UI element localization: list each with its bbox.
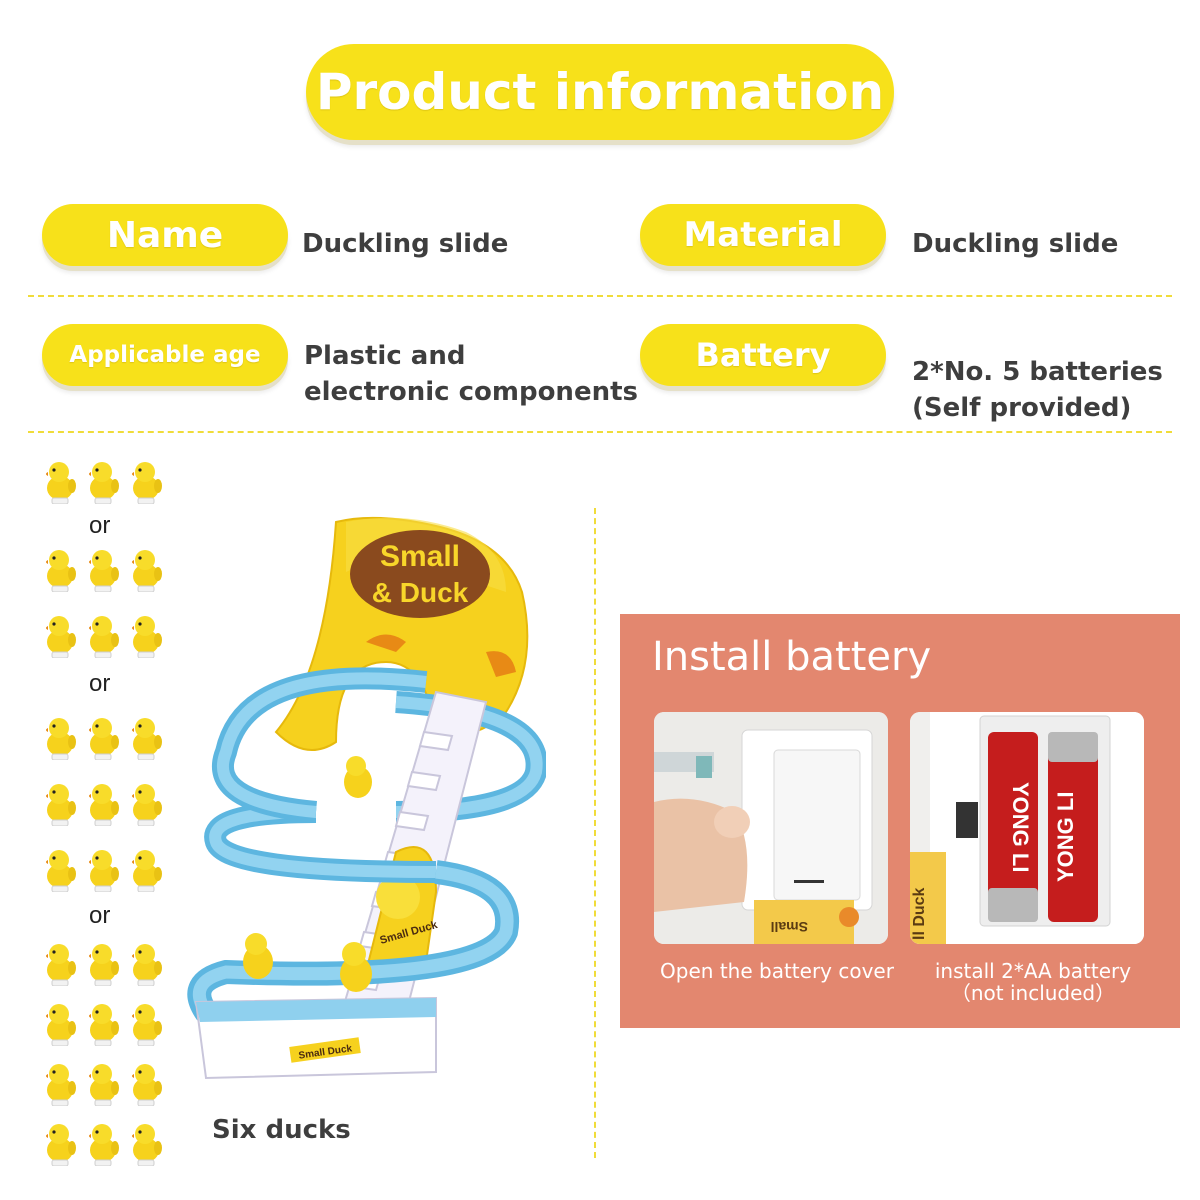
duck-icon (85, 458, 121, 504)
duck-icon (42, 1120, 78, 1166)
duck-icon (42, 458, 78, 504)
step1-caption: Open the battery cover (660, 959, 894, 983)
duck-icon (85, 546, 121, 592)
duck-icon (42, 1060, 78, 1106)
duck-icon (42, 1000, 78, 1046)
box-label-flipped: Small (771, 919, 808, 935)
duck-icon (42, 714, 78, 760)
duck-icon (42, 846, 78, 892)
spec-value-material: Duckling slide (912, 229, 1119, 259)
duck-icon (42, 780, 78, 826)
step2-caption-line1: install 2*AA battery (934, 959, 1132, 983)
duck-icon (42, 940, 78, 986)
spec-value-applicable-age-line2: electronic components (304, 377, 638, 407)
spec-label-material: Material (640, 204, 886, 266)
duck-icon (128, 780, 164, 826)
install-battery-panel: Install battery Small YONG LI (620, 614, 1180, 1028)
spec-label-battery: Battery (640, 324, 886, 386)
duck-icon (85, 714, 121, 760)
duck-icon (128, 940, 164, 986)
duck-icon (128, 714, 164, 760)
duck-icon (128, 458, 164, 504)
spec-value-battery-line1: 2*No. 5 batteries (912, 357, 1163, 387)
step2-caption-line2: （not included） (950, 981, 1116, 1005)
toy-ducks (243, 756, 372, 992)
box-label: ll Duck (911, 887, 928, 940)
battery-compartment-photo: YONG LI YONG LI ll Duck (910, 712, 1144, 944)
duck-icon (42, 546, 78, 592)
spec-value-applicable-age-line1: Plastic and (304, 341, 466, 371)
duck-icon (85, 1060, 121, 1106)
or-separator: or (89, 670, 111, 697)
duck-icon (85, 940, 121, 986)
battery-left: YONG LI (988, 732, 1038, 922)
duck-icon (85, 846, 121, 892)
or-separator: or (89, 902, 111, 929)
duck-icon (128, 546, 164, 592)
battery-right: YONG LI (1048, 732, 1098, 922)
install-battery-title: Install battery (652, 634, 932, 680)
duck-slide-toy-image: Small & Duck Small Duck Small Duck (187, 516, 546, 1080)
duck-icon (85, 1120, 121, 1166)
sign-text-line2: & Duck (372, 577, 469, 608)
duck-icon (128, 846, 164, 892)
or-separator: or (89, 512, 111, 539)
duck-icon (85, 780, 121, 826)
row-divider (28, 295, 1172, 297)
sign-text-line1: Small (380, 540, 460, 573)
duck-icon (128, 1000, 164, 1046)
duck-icon (85, 1000, 121, 1046)
spec-value-battery-line2: (Self provided) (912, 393, 1132, 423)
page-title: Product information (306, 44, 894, 140)
battery-brand: YONG LI (1053, 792, 1078, 882)
spec-label-applicable-age: Applicable age (42, 324, 288, 386)
product-caption: Six ducks (212, 1115, 351, 1145)
sign-badge (350, 530, 490, 618)
duck-icon (128, 1060, 164, 1106)
column-divider (594, 508, 596, 1158)
duck-icon (128, 1120, 164, 1166)
spec-value-name: Duckling slide (302, 229, 509, 259)
open-cover-photo: Small (654, 712, 888, 944)
duck-icon (42, 612, 78, 658)
duck-icon (128, 612, 164, 658)
duck-icon (85, 612, 121, 658)
row-divider (28, 431, 1172, 433)
battery-brand: YONG LI (1008, 782, 1033, 872)
spec-label-name: Name (42, 204, 288, 266)
